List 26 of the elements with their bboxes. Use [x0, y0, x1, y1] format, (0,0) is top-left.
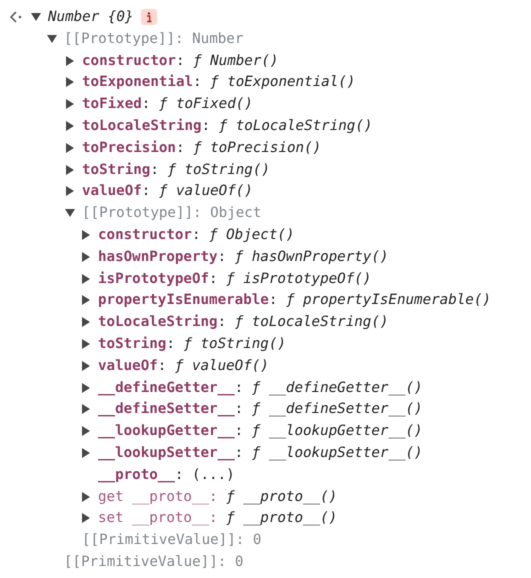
property-entry: valueOf: ƒ valueOf()	[98, 356, 269, 376]
property-entry: set __proto__: ƒ __proto__()	[98, 509, 338, 528]
property-entry: __lookupSetter__: ƒ __lookupSetter__()	[98, 444, 423, 463]
property-entry: get __proto__: ƒ __proto__()	[98, 488, 338, 507]
property-entry: __proto__: (...)	[98, 466, 235, 485]
property-entry: valueOf: ƒ valueOf()	[82, 182, 253, 202]
property-entry: [[Prototype]]: Object	[82, 204, 262, 224]
property-entry: isPrototypeOf: ƒ isPrototypeOf()	[98, 270, 372, 289]
property-entry: hasOwnProperty: ƒ hasOwnProperty()	[98, 248, 388, 267]
property-entry: __lookupGetter__: ƒ __lookupGetter__()	[98, 422, 423, 442]
property-entry: toString: ƒ toString()	[98, 335, 286, 354]
property-entry: constructor: ƒ Object()	[98, 226, 294, 245]
object-summary: Number {0}	[48, 8, 134, 27]
property-entry: [[PrimitiveValue]]: 0	[64, 553, 244, 572]
property-entry: toLocaleString: ƒ toLocaleString()	[82, 117, 372, 136]
property-entry: toFixed: ƒ toFixed()	[82, 95, 253, 114]
property-entry: propertyIsEnumerable: ƒ propertyIsEnumerable()	[98, 291, 491, 310]
property-entry: [[PrimitiveValue]]: 0	[82, 531, 262, 550]
property-entry: __defineSetter__: ƒ __defineSetter__()	[98, 400, 423, 420]
property-entry: toPrecision: ƒ toPrecision()	[82, 138, 322, 158]
property-entry: __defineGetter__: ƒ __defineGetter__()	[98, 378, 423, 398]
property-entry: constructor: ƒ Number()	[82, 52, 278, 71]
property-entry: toLocaleString: ƒ toLocaleString()	[98, 313, 388, 332]
property-entry: [[Prototype]]: Number	[64, 30, 244, 49]
property-entry: toString: ƒ toString()	[82, 160, 270, 180]
property-entry: toExponential: ƒ toExponential()	[82, 73, 356, 92]
